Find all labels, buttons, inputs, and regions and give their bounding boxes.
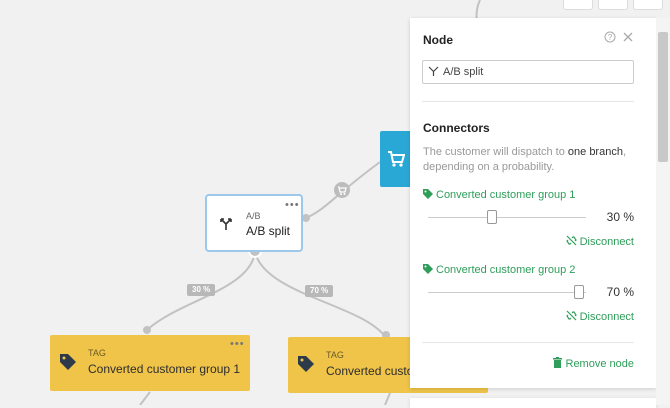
panel-title: Node xyxy=(423,33,453,47)
cart-connector-icon xyxy=(334,182,350,198)
node-type: TAG xyxy=(326,350,344,360)
scrollbar-thumb[interactable] xyxy=(658,32,668,162)
cart-icon xyxy=(388,151,405,167)
disconnect-button[interactable]: Disconnect xyxy=(565,310,634,323)
probability-slider[interactable] xyxy=(428,210,586,224)
connector-percent: 70 % xyxy=(606,285,634,299)
node-name: Converted customer group 1 xyxy=(88,362,241,376)
disconnect-button[interactable]: Disconnect xyxy=(565,235,634,248)
more-options-icon[interactable]: ••• xyxy=(285,199,300,211)
node-name: A/B split xyxy=(246,224,291,238)
toolbar-button[interactable] xyxy=(633,0,663,10)
toolbar-button[interactable] xyxy=(563,0,593,10)
ab-split-icon xyxy=(428,66,439,76)
trash-icon xyxy=(552,357,562,368)
connectors-title: Connectors xyxy=(423,121,490,135)
help-icon[interactable]: ? xyxy=(604,31,616,43)
divider xyxy=(422,342,634,343)
divider xyxy=(422,101,634,102)
node-type: TAG xyxy=(88,348,106,358)
slider-thumb[interactable] xyxy=(487,210,497,224)
scrollbar[interactable] xyxy=(656,18,670,405)
remove-node-button[interactable]: Remove node xyxy=(552,357,634,370)
tag-icon xyxy=(423,264,433,274)
ab-split-icon xyxy=(220,218,232,230)
more-options-icon[interactable]: ••• xyxy=(230,338,245,350)
unlink-icon xyxy=(565,310,577,321)
ab-split-node[interactable]: ••• A/B A/B split xyxy=(205,194,303,252)
toolbar-button[interactable] xyxy=(598,0,628,10)
connector-label: Converted customer group 2 xyxy=(423,264,575,276)
branch-badge: 70 % xyxy=(305,285,334,297)
node-type: A/B xyxy=(246,211,261,221)
tag-icon xyxy=(423,189,433,199)
slider-thumb[interactable] xyxy=(574,285,584,299)
close-icon[interactable] xyxy=(622,31,634,43)
tag-node[interactable]: ••• TAG Converted customer group 1 xyxy=(50,335,250,391)
connectors-description: The customer will dispatch to one branch… xyxy=(423,146,627,173)
cart-node[interactable] xyxy=(380,131,412,187)
svg-text:?: ? xyxy=(608,33,613,42)
tag-icon xyxy=(60,354,76,370)
panel-below xyxy=(410,398,656,408)
branch-badge: 30 % xyxy=(187,284,216,296)
tag-icon xyxy=(298,356,314,372)
node-settings-panel: Node ? Connectors The customer will disp… xyxy=(410,18,656,388)
probability-slider[interactable] xyxy=(428,285,586,299)
connector-label: Converted customer group 1 xyxy=(423,189,575,201)
node-name-input[interactable] xyxy=(422,60,634,84)
unlink-icon xyxy=(565,235,577,246)
connector-percent: 30 % xyxy=(606,210,634,224)
